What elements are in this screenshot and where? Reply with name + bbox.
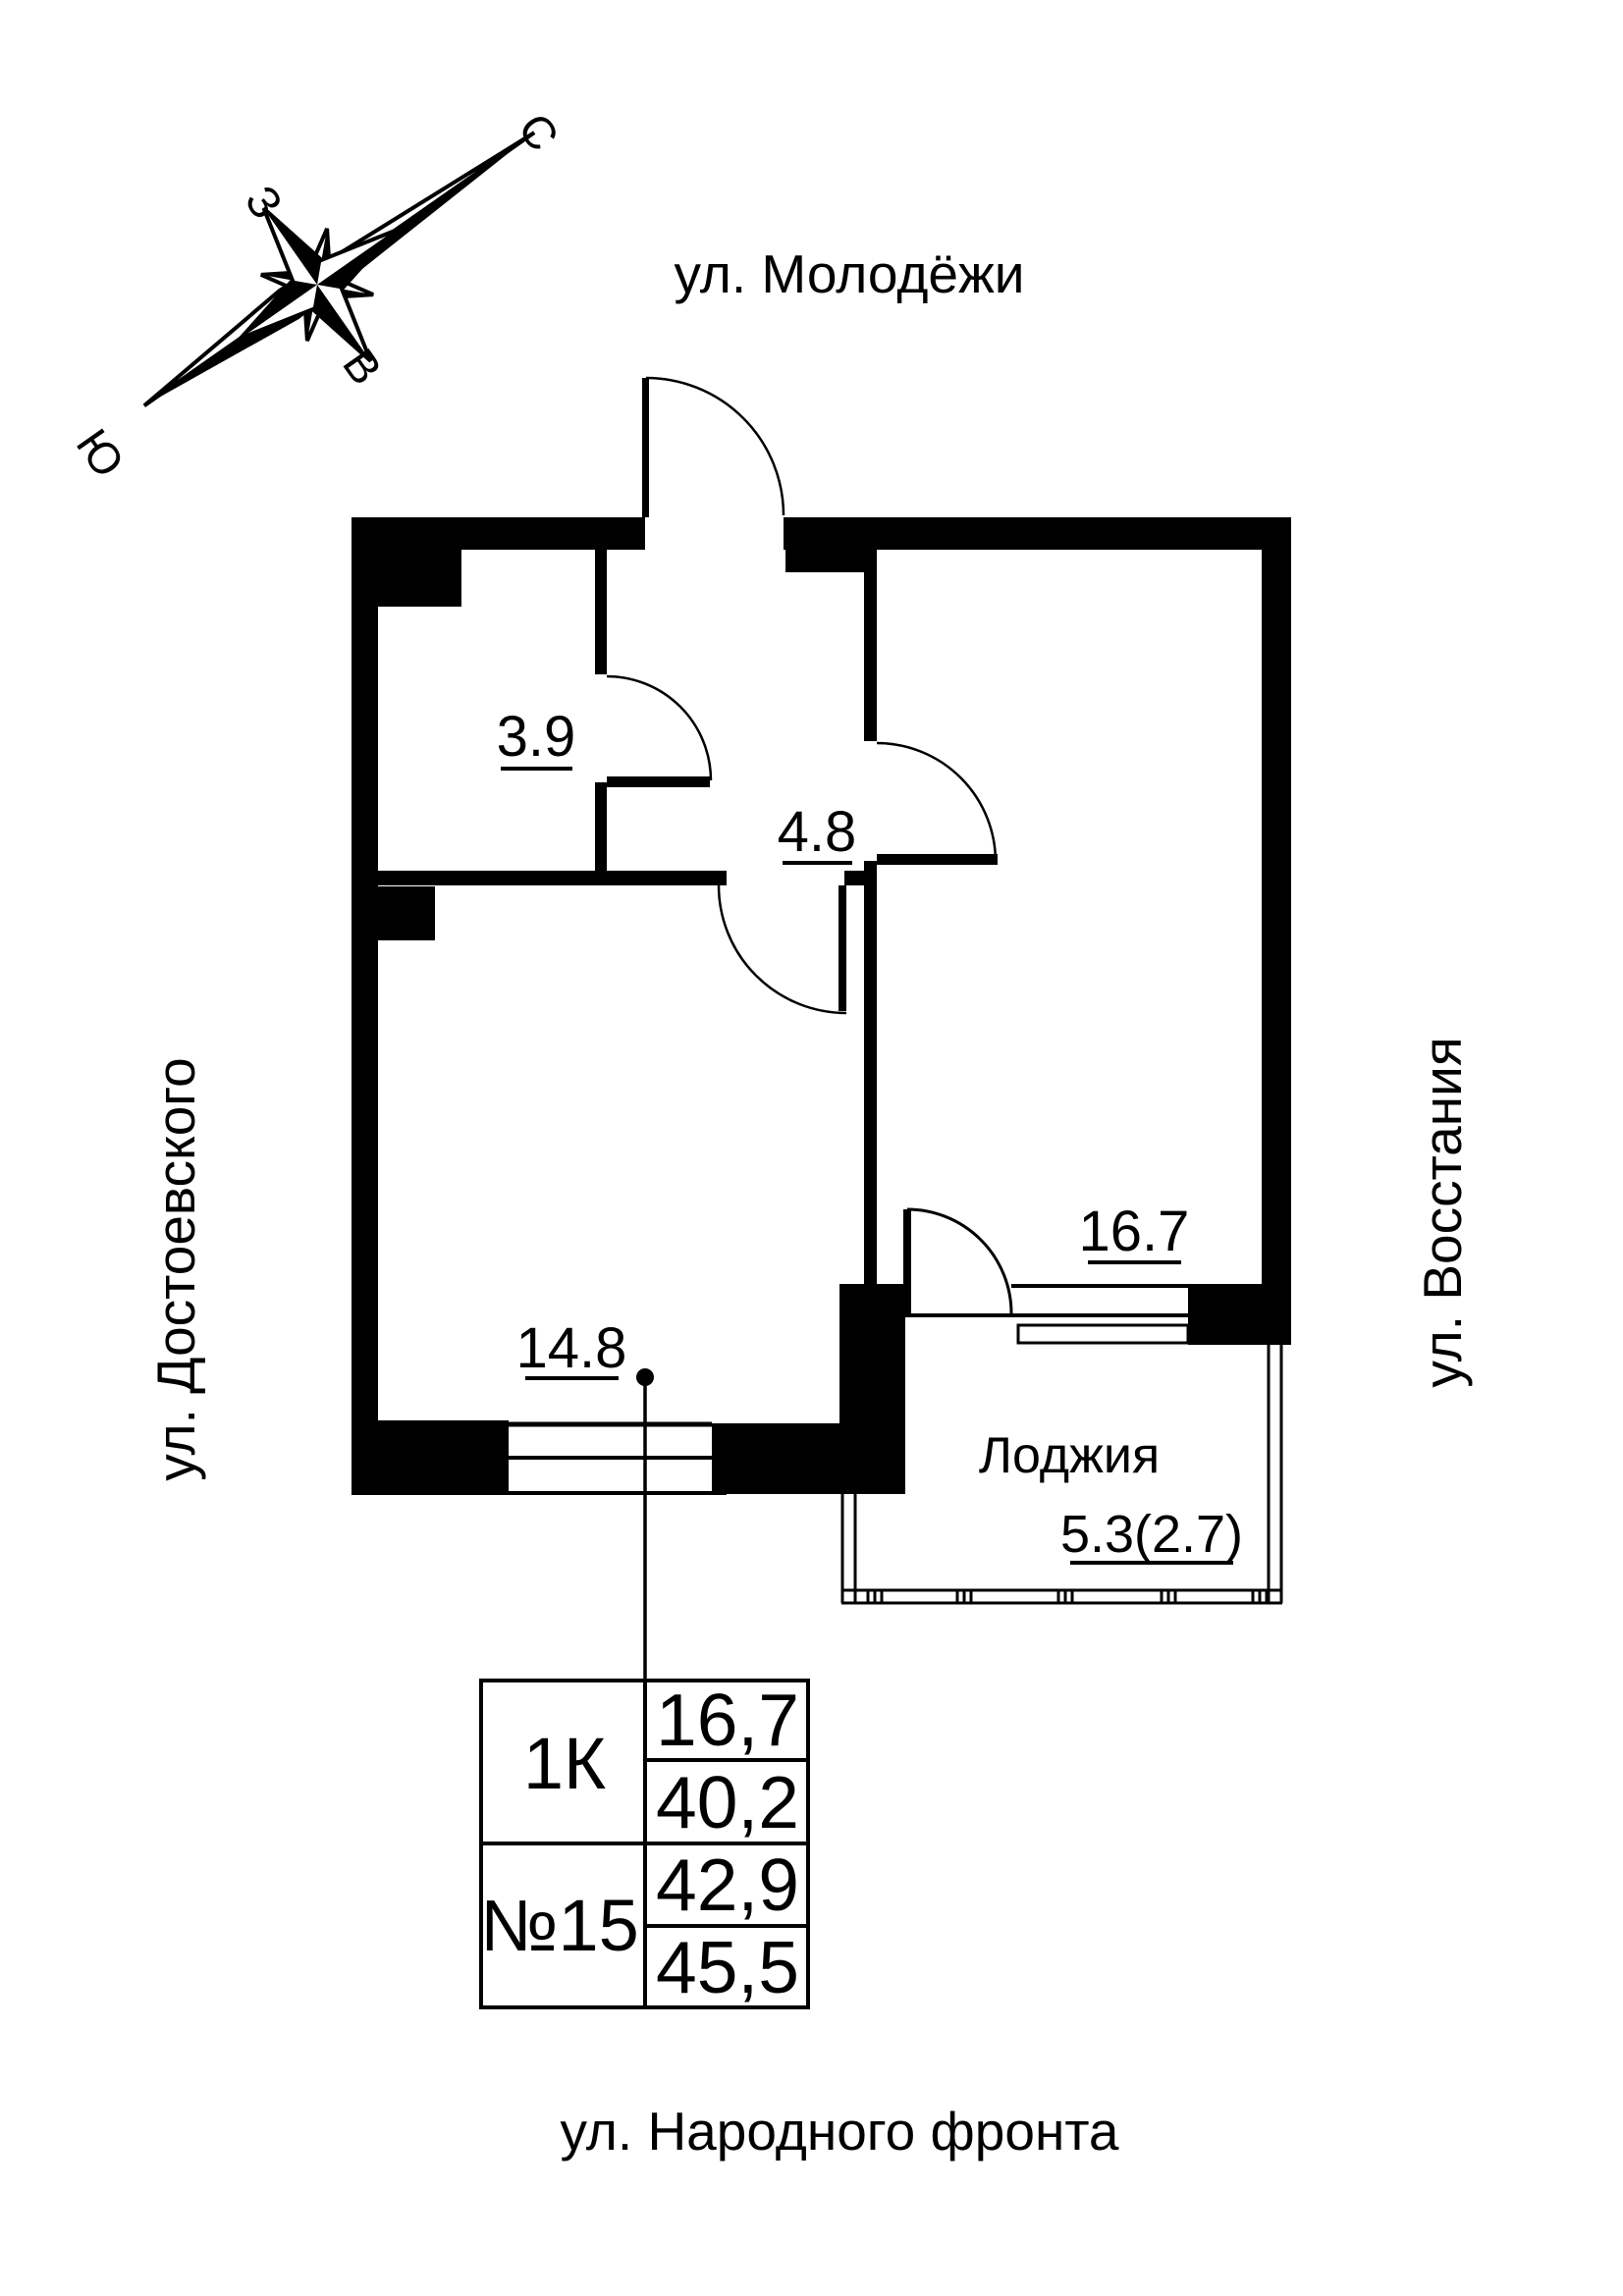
- room148-door-leaf: [839, 885, 846, 1011]
- leader: [636, 1368, 654, 1681]
- bathroom-area-label: 3.9: [497, 705, 576, 769]
- wall-top-right-segment: [784, 517, 1291, 550]
- partition-hall-living-lower: [864, 861, 877, 1284]
- compass-south-label: Ю: [67, 420, 135, 487]
- balcony-door-swing-arc: [906, 1207, 1013, 1314]
- wall-top-left-segment: [352, 517, 645, 550]
- pilaster-top-left: [352, 550, 461, 607]
- compass-west-label: З: [236, 176, 294, 228]
- pier-bottom-right: [1188, 1284, 1291, 1345]
- doors: [606, 376, 1013, 1314]
- entrance-door-leaf: [642, 378, 649, 517]
- street-bottom-label: ул. Народного фронта: [561, 2101, 1119, 2162]
- wall-room148-bottom-east: [712, 1423, 905, 1494]
- living-room-door-leaf: [877, 854, 998, 865]
- street-top-label: ул. Молодёжи: [674, 243, 1024, 304]
- loggia-parapet: [840, 1345, 1283, 1605]
- compass-star-main-shading: [241, 208, 394, 361]
- wall-room148-top: [378, 871, 727, 885]
- living-room-door-swing-arc: [876, 741, 998, 863]
- info-table: 1К №15 16,7 40,2 42,9 45,5: [479, 1679, 810, 2009]
- pier-room148-topleft: [352, 886, 435, 940]
- living-area-cell: 16,7: [656, 1679, 799, 1761]
- apartment-number-cell: №15: [480, 1885, 639, 1966]
- compass-north-label: С: [509, 104, 569, 160]
- balcony-door-leaf: [903, 1209, 911, 1313]
- total-area-cell: 45,5: [656, 1926, 799, 2008]
- hallway-area-label: 4.8: [778, 800, 857, 864]
- street-left-label: ул. Достоевского: [145, 1057, 206, 1480]
- living-room-area-label: 16.7: [1079, 1200, 1190, 1263]
- room-labels: 3.9 4.8 16.7 14.8 Лоджия 5.3(2.7): [497, 705, 1243, 1565]
- area-row2-cell: 40,2: [656, 1761, 799, 1843]
- wall-room148-top-stub: [844, 871, 864, 885]
- partition-bathroom-lower: [595, 782, 607, 885]
- wall-left: [352, 517, 378, 1495]
- room148-area-label: 14.8: [516, 1316, 627, 1380]
- loggia-name-label: Лоджия: [979, 1427, 1160, 1484]
- loggia-parapet-ticks: [866, 1590, 1269, 1603]
- pier-loggia-left: [839, 1284, 905, 1423]
- apartment-type-cell: 1К: [523, 1723, 606, 1804]
- windows: [509, 1284, 1190, 1495]
- street-right-label: ул. Восстания: [1412, 1037, 1473, 1387]
- loggia-area-label: 5.3(2.7): [1060, 1505, 1243, 1564]
- window-167-sill: [1016, 1323, 1190, 1345]
- compass-east-label: В: [333, 340, 392, 394]
- area-row3-cell: 42,9: [656, 1843, 799, 1926]
- wall-right: [1262, 517, 1291, 1284]
- walls: [352, 517, 1291, 1495]
- bathroom-door-swing-arc: [606, 674, 713, 781]
- street-labels: ул. Молодёжи ул. Достоевского ул. Восста…: [145, 243, 1473, 2162]
- pier-entrance: [785, 550, 877, 572]
- bathroom-door-leaf: [607, 776, 710, 787]
- wall-room148-bottom-corner: [352, 1420, 509, 1495]
- partition-hall-living-upper: [864, 572, 877, 741]
- partition-bathroom-upper: [595, 550, 607, 674]
- compass-rose: С З В Ю: [67, 104, 569, 487]
- room148-door-swing-arc: [717, 884, 847, 1015]
- entrance-door-swing-arc: [645, 376, 785, 516]
